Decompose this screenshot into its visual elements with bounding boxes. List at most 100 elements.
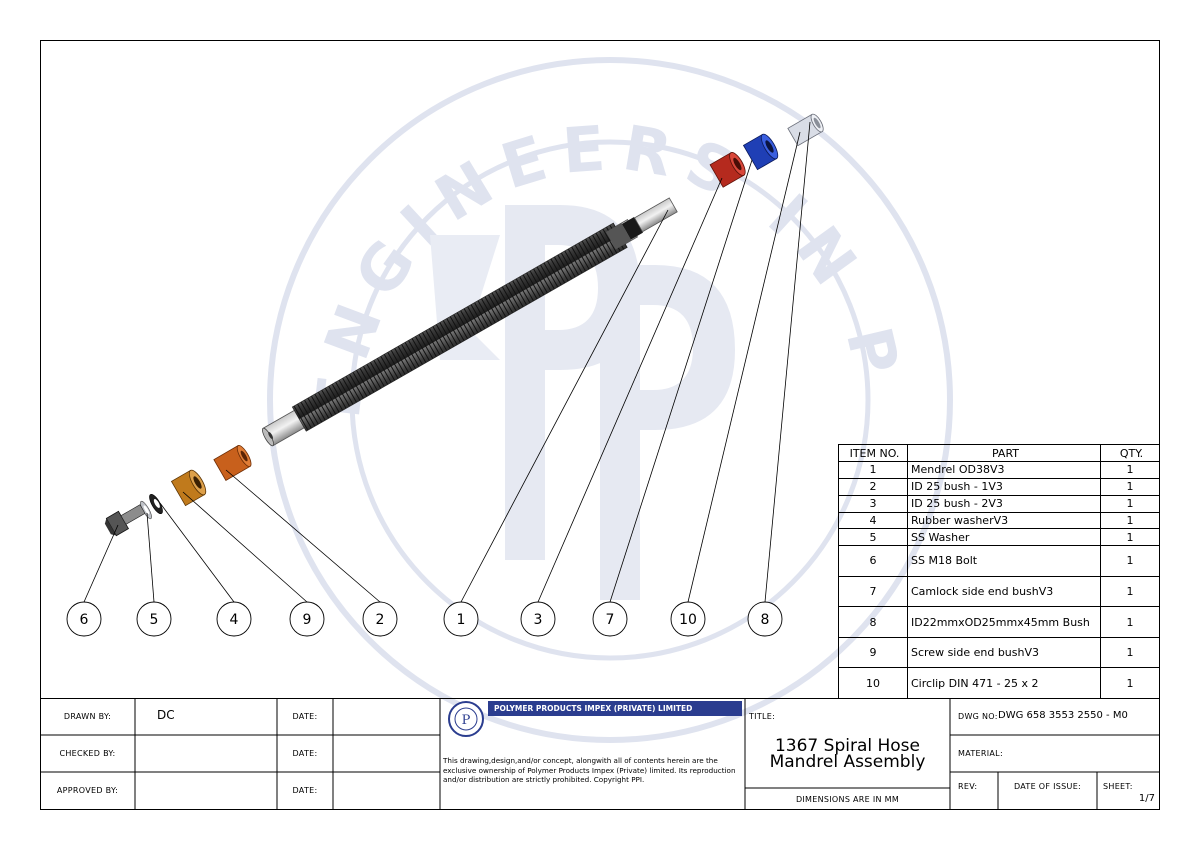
bom-item-no: 10 (838, 667, 908, 699)
svg-text:5: 5 (150, 612, 159, 628)
drawing-title-line1: 1367 Spiral Hose (774, 736, 920, 756)
svg-text:4: 4 (230, 612, 239, 628)
dimensions-note: DIMENSIONS ARE IN MM (795, 795, 900, 804)
sheet-label: SHEET: (1103, 782, 1133, 791)
svg-text:P: P (462, 713, 471, 728)
svg-text:7: 7 (606, 612, 615, 628)
svg-text:6: 6 (80, 612, 89, 628)
bom-item-no: 7 (838, 575, 908, 608)
bom-qty: 1 (1100, 477, 1160, 496)
bom-part: SS M18 Bolt (907, 545, 1101, 577)
callout-9: 9 (289, 601, 325, 637)
mandrel-shaft (261, 197, 678, 447)
bom-qty: 1 (1100, 494, 1160, 513)
title-block: DRAWN BY: DC CHECKED BY: APPROVED BY: DA… (40, 698, 1160, 810)
bush-item-8 (787, 113, 824, 147)
title-label: TITLE: (749, 712, 776, 721)
svg-text:3: 3 (534, 612, 543, 628)
callout-1: 1 (443, 601, 479, 637)
svg-text:2: 2 (376, 612, 385, 628)
bom-part: ID 25 bush - 2V3 (907, 494, 1101, 513)
bom-part: Circlip DIN 471 - 25 x 2 (907, 667, 1101, 699)
bom-item-no: 2 (838, 477, 908, 496)
washer-item-4 (149, 493, 163, 515)
bom-item-no: 8 (838, 606, 908, 638)
bom-qty: 1 (1100, 606, 1160, 638)
bom-part: Mendrel OD38V3 (907, 461, 1101, 479)
bom-part: Screw side end bushV3 (907, 636, 1101, 669)
date-of-issue-label: DATE OF ISSUE: (1013, 782, 1082, 791)
bom-qty: 1 (1100, 667, 1160, 699)
bom-part: ID 25 bush - 1V3 (907, 477, 1101, 496)
callout-7: 7 (592, 601, 628, 637)
rev-label: REV: (958, 782, 978, 791)
callout-2: 2 (362, 601, 398, 637)
approved-by-label: APPROVED BY: (56, 786, 119, 795)
bush-item-9 (170, 469, 207, 507)
sheet-value: 1/7 (1138, 793, 1155, 804)
title-block-grid (40, 698, 1160, 810)
checked-by-label: CHECKED BY: (59, 749, 116, 758)
callout-3: 3 (520, 601, 556, 637)
bush-item-2 (213, 445, 252, 481)
bom-item-no: 3 (838, 494, 908, 513)
approved-date-label: DATE: (292, 786, 318, 795)
bom-qty: 1 (1100, 636, 1160, 669)
bush-item-3 (709, 152, 746, 188)
bom-item-no: 4 (838, 511, 908, 530)
bom-item-no: 6 (838, 545, 908, 577)
bom-part: SS Washer (907, 528, 1101, 547)
company-name: POLYMER PRODUCTS IMPEX (PRIVATE) LIMITED (488, 701, 742, 716)
bom-header-qty: QTY. (1100, 444, 1160, 462)
bom-part: Rubber washerV3 (907, 511, 1101, 530)
drawing-title-line2: Mandrel Assembly (769, 752, 926, 772)
bom-qty: 1 (1100, 528, 1160, 547)
callout-8: 8 (747, 601, 783, 637)
bush-item-7 (742, 133, 779, 171)
callout-balloons: 6 5 4 9 2 1 3 7 10 8 (66, 601, 783, 637)
bolt-item-6 (104, 504, 146, 537)
bom-item-no: 9 (838, 636, 908, 669)
copyright-notice: This drawing,design,and/or concept, alon… (443, 756, 736, 784)
bom-part: ID22mmxOD25mmx45mm Bush (907, 606, 1101, 638)
bom-header-part: PART (907, 444, 1101, 462)
checked-date-label: DATE: (292, 749, 318, 758)
svg-text:1: 1 (457, 612, 466, 628)
callout-4: 4 (216, 601, 252, 637)
material-label: MATERIAL: (958, 749, 1003, 758)
bom-header-item: ITEM NO. (838, 444, 908, 462)
svg-text:9: 9 (303, 612, 312, 628)
callout-5: 5 (136, 601, 172, 637)
drawn-date-label: DATE: (292, 712, 318, 721)
leader-lines (83, 121, 811, 603)
bom-item-no: 1 (838, 461, 908, 479)
bom-qty: 1 (1100, 511, 1160, 530)
bom-qty: 1 (1100, 575, 1160, 608)
callout-10: 10 (670, 601, 706, 637)
bom-item-no: 5 (838, 528, 908, 547)
bom-qty: 1 (1100, 461, 1160, 479)
bom-part: Camlock side end bushV3 (907, 575, 1101, 608)
svg-text:8: 8 (761, 612, 770, 628)
drawn-by-value: DC (157, 708, 175, 722)
dwg-no-value: DWG 658 3553 2550 - M0 (998, 710, 1128, 721)
callout-6: 6 (66, 601, 102, 637)
company-logo: P (448, 701, 484, 737)
drawn-by-label: DRAWN BY: (63, 712, 112, 721)
dwg-no-label: DWG NO: (958, 712, 998, 721)
bom-header-row: ITEM NO. PART QTY. (838, 444, 1160, 462)
svg-text:10: 10 (679, 612, 697, 628)
bom-qty: 1 (1100, 545, 1160, 577)
